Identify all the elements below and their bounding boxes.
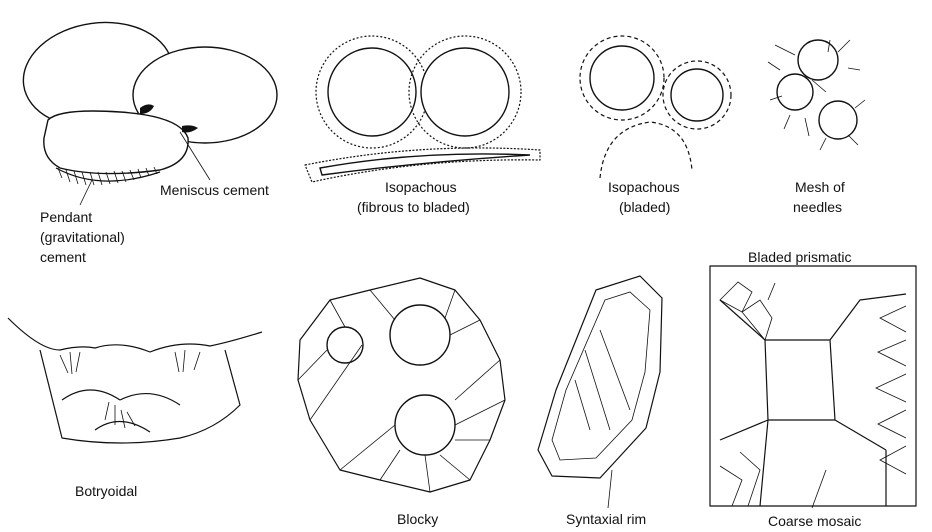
blocky-label: Blocky [397,511,438,527]
coarse-mosaic-label: Coarse mosaic [768,513,861,529]
bladed-prismatic-label: Bladed prismatic [748,249,852,265]
botryoidal-label: Botryoidal [75,483,137,499]
isopachous-bladed-sketch [580,36,731,178]
isopachous-fibrous-label-line1: Isopachous [385,179,457,195]
isopachous-bladed-label-line2: (bladed) [619,199,670,215]
pendant-cement-label-line2: (gravitational) [40,229,125,245]
syntaxial-rim-sketch [538,276,662,508]
pendant-cement-label-line3: cement [40,249,86,265]
isopachous-fibrous-sketch [305,36,540,182]
mesh-of-needles-label-line2: needles [793,199,842,215]
meniscus-pendant-sketch [16,13,277,205]
blocky-sketch [298,278,505,492]
coarse-mosaic-sketch [710,266,916,508]
pendant-cement-label-line1: Pendant [40,209,92,225]
isopachous-fibrous-label-line2: (fibrous to bladed) [357,199,470,215]
isopachous-bladed-label-line1: Isopachous [608,179,680,195]
mesh-of-needles-label-line1: Mesh of [795,179,845,195]
syntaxial-rim-label: Syntaxial rim [566,511,646,527]
botryoidal-sketch [8,318,262,443]
mesh-of-needles-sketch [768,40,865,150]
meniscus-cement-label: Meniscus cement [160,182,269,198]
